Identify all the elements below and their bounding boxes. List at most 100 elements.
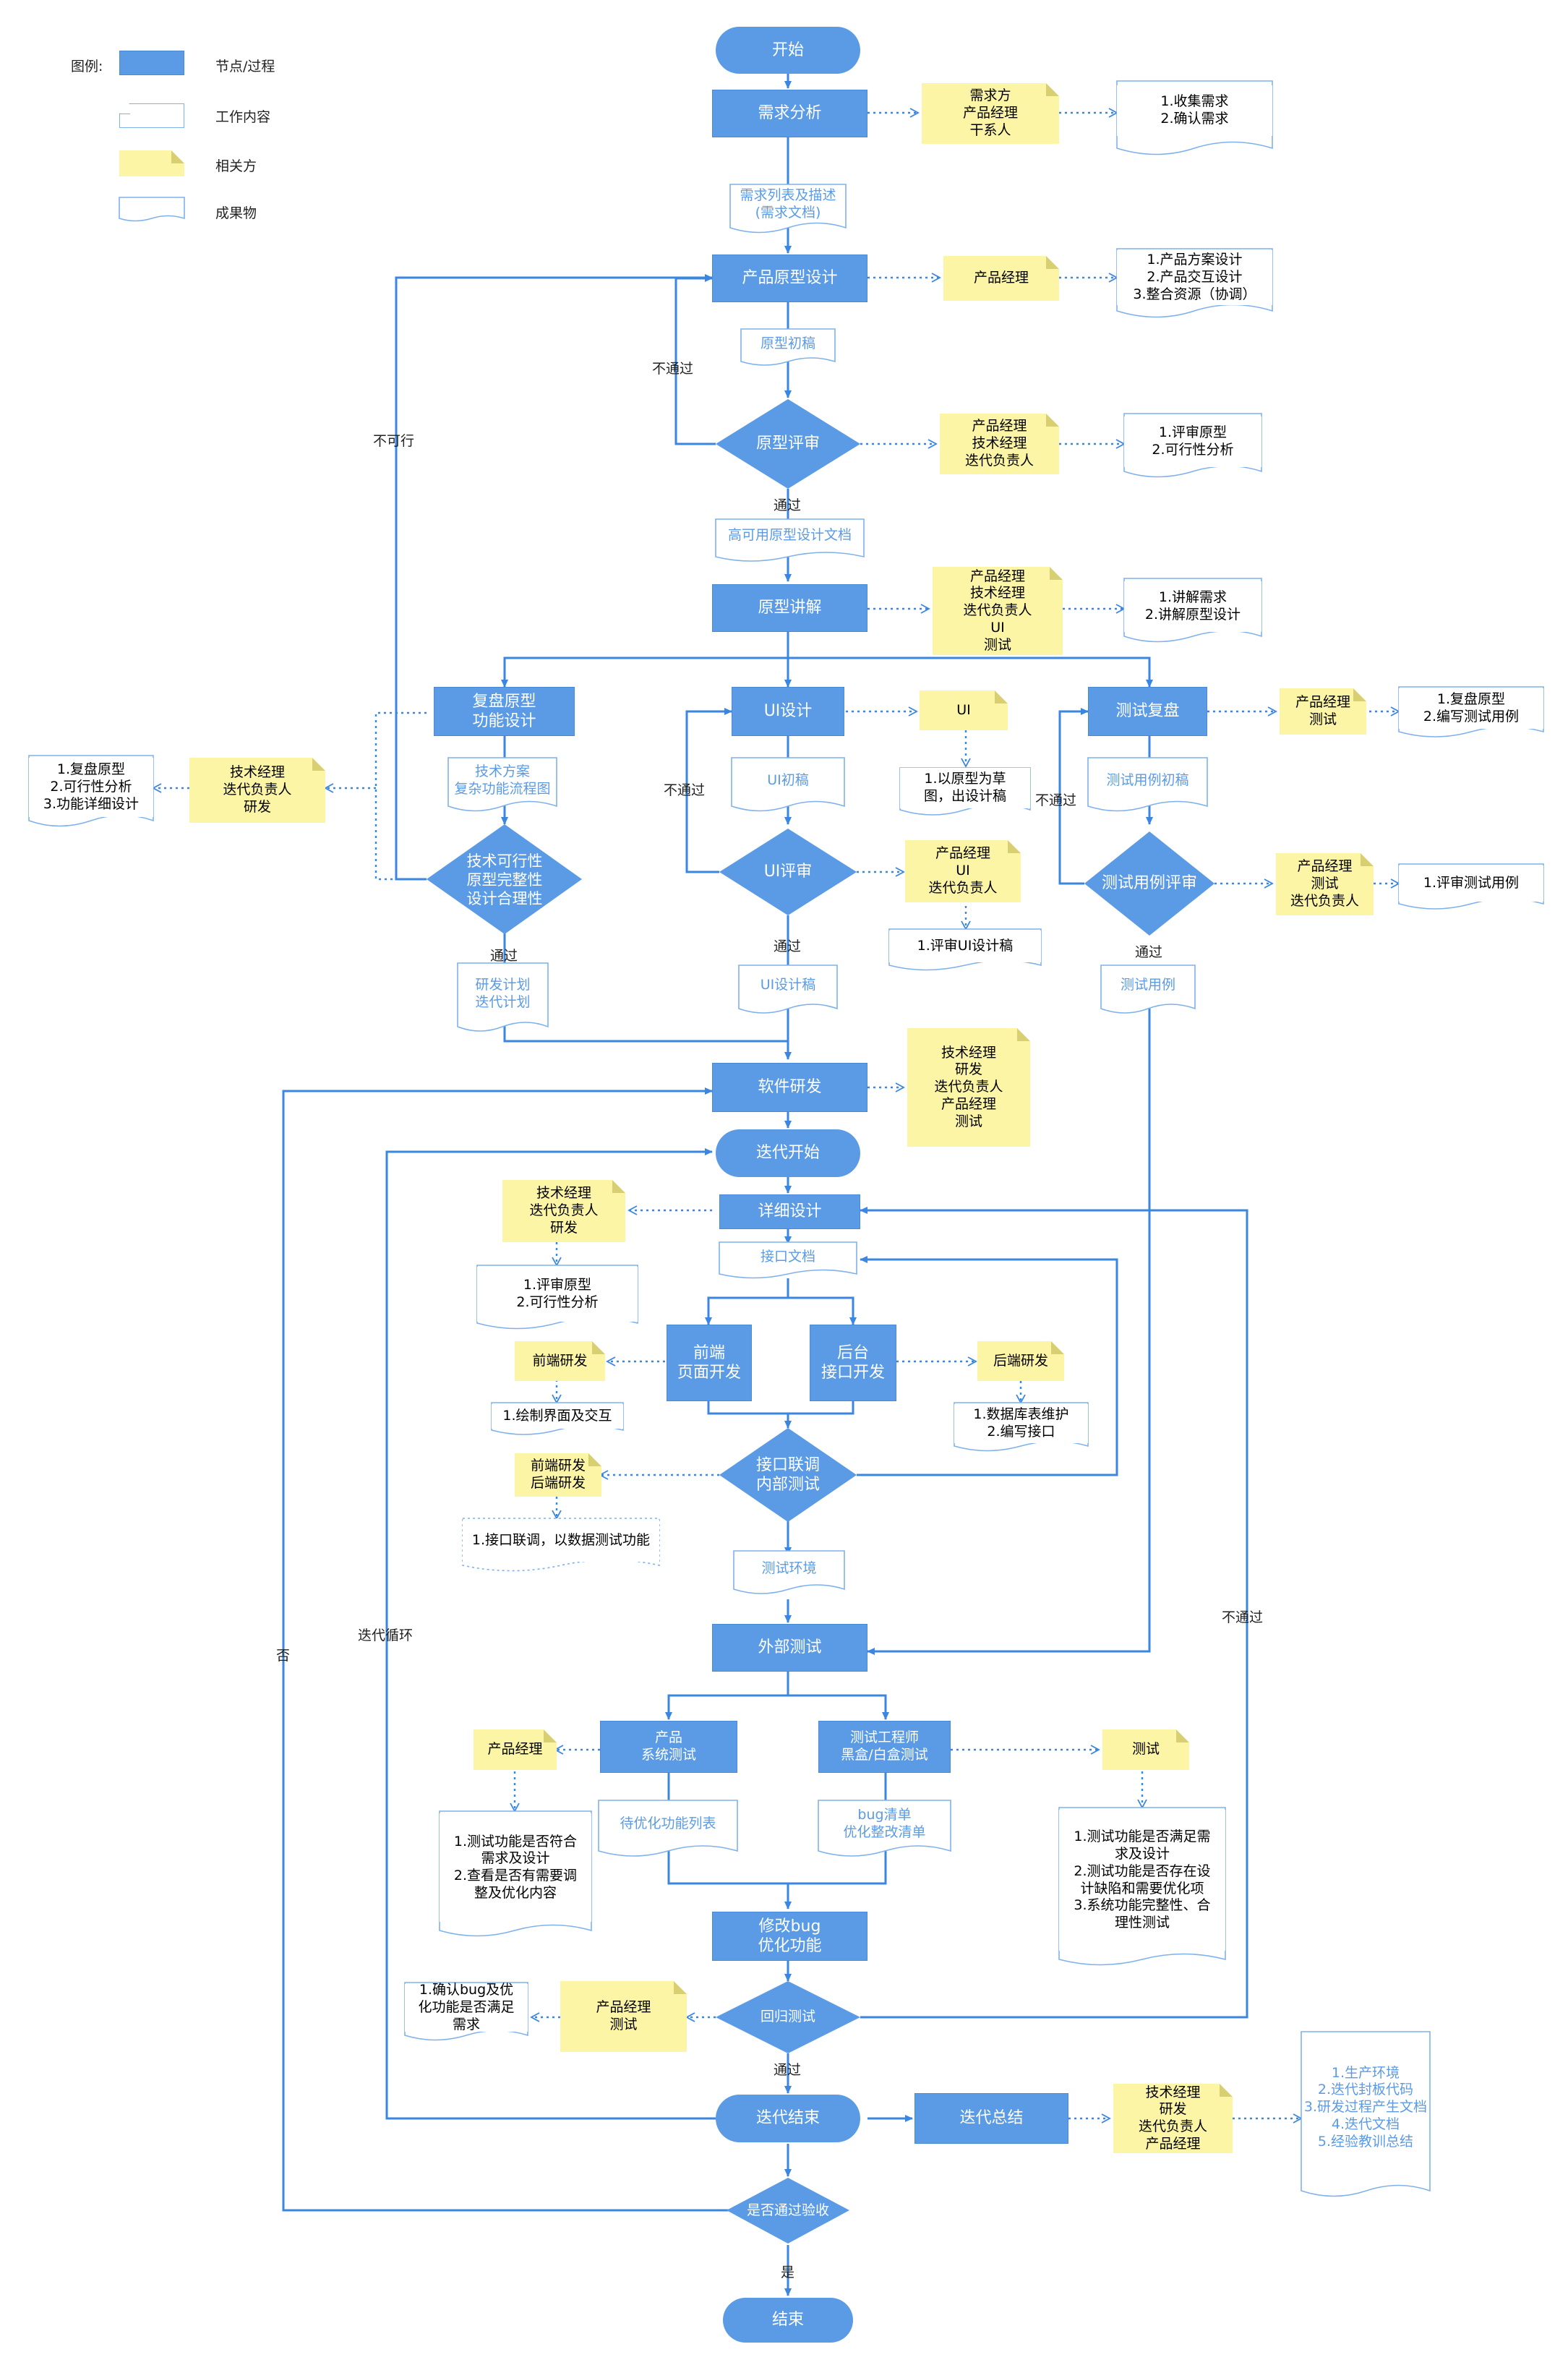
replay-proto-node[interactable]: 复盘原型 功能设计 (434, 687, 575, 736)
label-iter-loop: 迭代循环 (358, 1628, 414, 1643)
ui-doc-text: 1.以原型为草 图，出设计稿 (900, 768, 1030, 808)
test-env-shape (733, 1550, 845, 1594)
accept-diamond (727, 2178, 849, 2244)
legend-work-label: 工作内容 (215, 109, 271, 125)
label-infeasible: 不可行 (373, 433, 415, 449)
ext-test-node[interactable]: 外部测试 (712, 1624, 867, 1672)
bug-list: bug清单 优化整改清单 (843, 1807, 926, 1840)
legend-result-label: 成果物 (215, 205, 257, 221)
tech-plan: 技术方案 复杂功能流程图 (454, 764, 551, 797)
regress-doc-text: 1.确认bug及优 化功能是否满足 需求 (405, 1982, 528, 2032)
pm-party: 产品经理 (474, 1729, 557, 1770)
ui-draft: UI初稿 (767, 772, 809, 789)
bug-list-shape (818, 1800, 951, 1857)
tester-test-node[interactable]: 测试工程师 黑盒/白盒测试 (818, 1721, 951, 1773)
proto-draft-shape (740, 328, 836, 366)
joint-doc-text: 1.接口联调，以数据测试功能 (463, 1520, 659, 1562)
detail-design-node[interactable]: 详细设计 (719, 1194, 860, 1229)
regress-party: 产品经理 测试 (560, 1981, 687, 2052)
iter-start-node[interactable]: 迭代开始 (716, 1129, 860, 1177)
be-party: 后端研发 (977, 1341, 1064, 1381)
fix-bug-node[interactable]: 修改bug 优化功能 (712, 1912, 867, 1961)
regress-node[interactable]: 回归测试 (760, 2009, 815, 2025)
iter-end-node[interactable]: 迭代结束 (716, 2095, 860, 2142)
test-party: 产品经理 测试 (1280, 688, 1366, 735)
legend-process-label: 节点/过程 (215, 59, 275, 74)
req-analysis-node[interactable]: 需求分析 (712, 90, 867, 137)
summary-party: 技术经理 研发 迭代负责人 产品经理 (1113, 2084, 1233, 2153)
legend-result-shape (119, 197, 185, 222)
fe-doc-text: 1.绘制界面及交互 (492, 1404, 623, 1429)
api-doc-shape (719, 1241, 857, 1279)
test-replay-node[interactable]: 测试复盘 (1088, 687, 1207, 736)
backend-node[interactable]: 后台 接口开发 (810, 1325, 896, 1401)
detail-doc-text: 1.评审原型 2.可行性分析 (477, 1267, 638, 1322)
ui-party: UI (920, 690, 1008, 730)
api-joint-node[interactable]: 接口联调 内部测试 (755, 1455, 820, 1494)
sw-party: 技术经理 研发 迭代负责人 产品经理 测试 (907, 1028, 1030, 1147)
explain-doc-text: 1.讲解需求 2.讲解原型设计 (1124, 581, 1261, 632)
frontend-node[interactable]: 前端 页面开发 (667, 1325, 752, 1401)
ui-review-diamond (719, 829, 857, 915)
api-joint-diamond (719, 1428, 857, 1522)
test-draft: 测试用例初稿 (1106, 772, 1189, 789)
label-fail-ui: 不通过 (664, 782, 706, 798)
proto-design-node[interactable]: 产品原型设计 (712, 255, 867, 302)
product-test-node[interactable]: 产品 系统测试 (600, 1721, 737, 1773)
req-doc-text: 1.收集需求 2.确认需求 (1117, 85, 1272, 136)
label-pass-proto: 通过 (774, 497, 802, 513)
tech-party: 技术经理 迭代负责人 研发 (189, 758, 325, 823)
hifi-doc: 高可用原型设计文档 (727, 527, 852, 544)
start-node[interactable]: 开始 (716, 27, 860, 74)
tech-feasible-node[interactable]: 技术可行性 原型完整性 设计合理性 (466, 852, 543, 908)
summary-out-shape (1301, 2031, 1431, 2197)
legend-party-label: 相关方 (215, 158, 257, 174)
test-review-party: 产品经理 测试 迭代负责人 (1276, 853, 1374, 915)
test-case: 测试用例 (1120, 977, 1175, 993)
label-no: 否 (276, 1648, 291, 1664)
proto-review-node[interactable]: 原型评审 (755, 435, 820, 453)
test-review-node[interactable]: 测试用例评审 (1101, 874, 1197, 893)
ui-final-shape (738, 965, 838, 1014)
pm-doc-text: 1.测试功能是否符合 需求及设计 2.查看是否有需要调 整及优化内容 (440, 1813, 591, 1922)
test-case-shape (1100, 965, 1196, 1014)
dev-plan-shape (457, 962, 549, 1032)
joint-party: 前端研发 后端研发 (515, 1453, 601, 1497)
proto-explain-node[interactable]: 原型讲解 (712, 584, 867, 632)
api-doc: 接口文档 (760, 1249, 815, 1265)
test-doc-text: 1.复盘原型 2.编写测试用例 (1399, 688, 1543, 729)
proto-party: 产品经理 (943, 256, 1059, 301)
proto-review-doc-text: 1.评审原型 2.可行性分析 (1124, 416, 1261, 467)
label-pass-tech: 通过 (490, 948, 518, 964)
opt-list-shape (598, 1800, 738, 1857)
legend-process-swatch (119, 51, 184, 75)
req-parties: 需求方 产品经理 干系人 (922, 83, 1059, 144)
label-pass-test: 通过 (1135, 944, 1163, 960)
fe-party: 前端研发 (515, 1341, 605, 1381)
iter-summary-node[interactable]: 迭代总结 (914, 2093, 1068, 2144)
tech-plan-shape (447, 757, 557, 812)
req-list: 需求列表及描述 (需求文档) (740, 187, 836, 221)
req-list-shape (729, 184, 847, 234)
proto-review-diamond (716, 399, 860, 489)
tester-doc-text: 1.测试功能是否满足需 求及设计 2.测试功能是否存在设 计缺陷和需要优化项 3… (1059, 1810, 1225, 1951)
accept-node[interactable]: 是否通过验收 (746, 2202, 829, 2219)
hifi-doc-shape (715, 518, 865, 562)
tech-feasible-diamond (427, 824, 582, 934)
explain-party: 产品经理 技术经理 迭代负责人 UI 测试 (933, 567, 1063, 655)
summary-out: 1.生产环境 2.迭代封板代码 3.研发过程产生文档 4.迭代文档 5.经验教训… (1303, 2064, 1428, 2150)
ui-draft-shape (731, 757, 845, 812)
label-fail-test: 不通过 (1035, 792, 1077, 808)
end-node[interactable]: 结束 (723, 2298, 853, 2343)
proto-draft: 原型初稿 (760, 335, 815, 352)
label-fail-proto: 不通过 (652, 361, 694, 377)
regress-diamond (716, 1981, 860, 2053)
label-pass-regress: 通过 (774, 2062, 802, 2078)
test-review-doc-text: 1.评审测试用例 (1399, 865, 1543, 902)
ui-final: UI设计稿 (760, 977, 816, 993)
ui-review-party: 产品经理 UI 迭代负责人 (905, 840, 1021, 902)
ui-design-node[interactable]: UI设计 (732, 687, 844, 736)
sw-dev-node[interactable]: 软件研发 (712, 1063, 867, 1112)
ui-review-node[interactable]: UI评审 (763, 863, 813, 881)
tech-doc-text: 1.复盘原型 2.可行性分析 3.功能详细设计 (29, 758, 153, 817)
